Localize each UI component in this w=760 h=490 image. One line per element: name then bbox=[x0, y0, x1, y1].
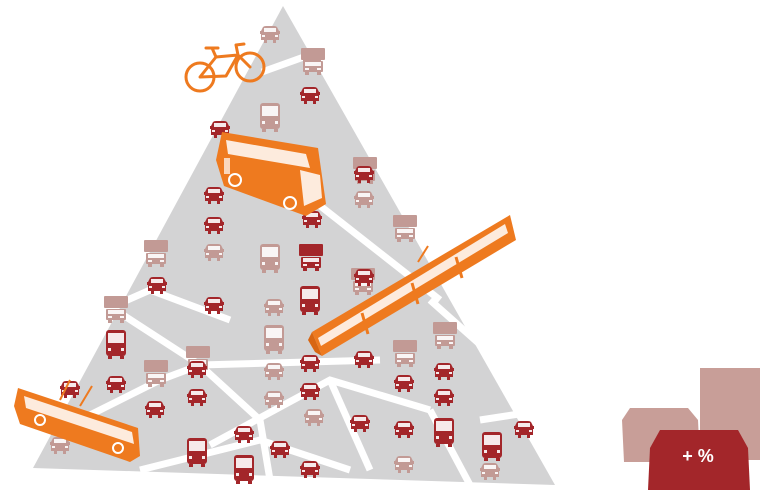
bus-icon bbox=[187, 438, 207, 467]
car-icon bbox=[648, 430, 750, 490]
bus-icon bbox=[234, 455, 254, 484]
tram-icon bbox=[308, 215, 516, 356]
bicycle-icon bbox=[184, 42, 266, 93]
bus-icon bbox=[300, 286, 320, 315]
increase-badge: + % bbox=[622, 368, 760, 490]
bus-icon bbox=[260, 103, 280, 132]
bus-icon bbox=[482, 432, 502, 461]
bus-icon bbox=[434, 418, 454, 447]
truck-icon bbox=[301, 48, 325, 75]
bus-icon bbox=[216, 132, 326, 216]
truck-icon bbox=[393, 340, 417, 367]
truck-icon bbox=[299, 244, 323, 271]
truck-icon bbox=[144, 240, 168, 267]
bus-icon bbox=[264, 325, 284, 354]
badge-label: + % bbox=[682, 446, 714, 466]
truck-icon bbox=[144, 360, 168, 387]
trolleybus-icon bbox=[14, 379, 140, 462]
truck-icon bbox=[104, 296, 128, 323]
bus-icon bbox=[106, 330, 126, 359]
truck-icon bbox=[433, 322, 457, 349]
bus-icon bbox=[260, 244, 280, 273]
truck-icon bbox=[393, 215, 417, 242]
